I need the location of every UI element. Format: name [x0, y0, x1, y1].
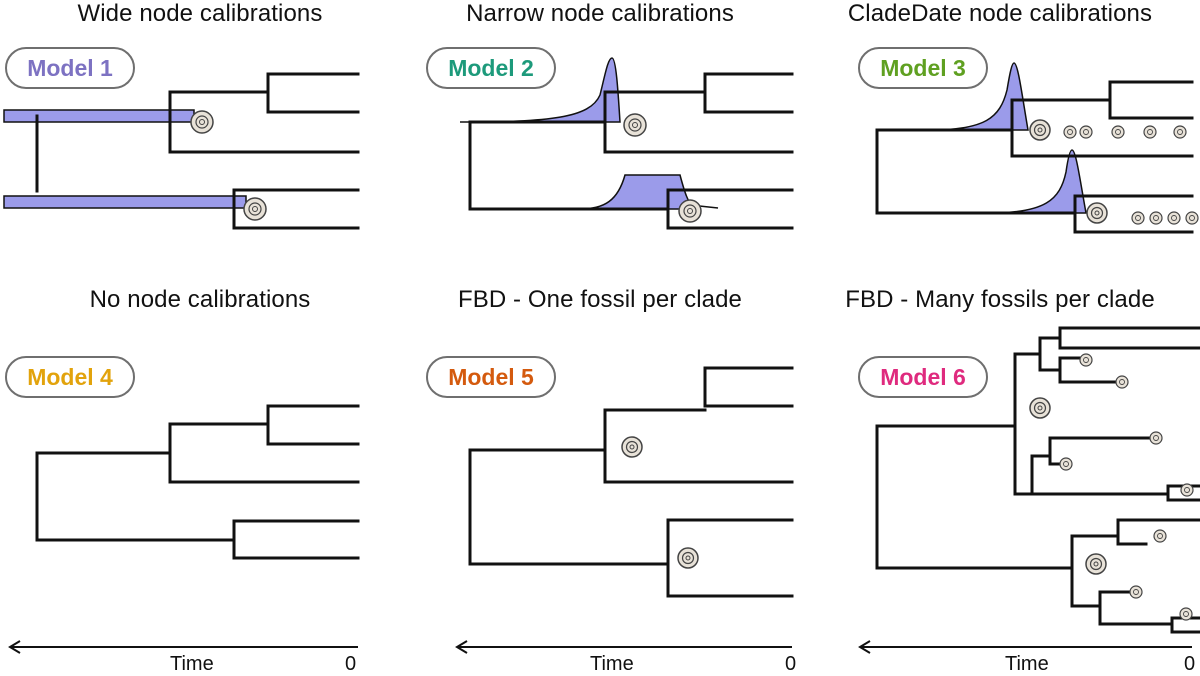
fossil-icon	[1167, 211, 1181, 225]
model-badge: Model 5	[426, 356, 556, 398]
model-badge: Model 3	[858, 47, 988, 89]
fossil-icon	[677, 547, 699, 569]
fossil-icon	[1029, 397, 1051, 419]
time-axis-zero: 0	[1184, 653, 1196, 675]
panel-model-3: CladeDate node calibrations	[800, 0, 1200, 336]
fossil-icon	[1079, 125, 1093, 139]
time-axis-zero: 0	[345, 653, 357, 675]
panel-title: Narrow node calibrations	[466, 0, 734, 27]
phylogeny-tree	[459, 57, 794, 230]
model-badge: Model 4	[5, 356, 135, 398]
fossil-icon	[1115, 375, 1129, 389]
fossil-icon	[1180, 483, 1194, 497]
fossil-icon	[190, 110, 214, 134]
time-axis-arrow	[455, 640, 792, 654]
calibration-bar	[3, 109, 195, 123]
fossil-icon	[1085, 553, 1107, 575]
panel-title: Wide node calibrations	[77, 0, 323, 27]
panel-model-4: No node calibrations Model 4 Time 0	[0, 286, 400, 675]
fossil-icon	[1149, 211, 1163, 225]
fossil-icon	[1129, 585, 1143, 599]
phylogeny-tree	[3, 72, 360, 230]
fossil-icon	[1143, 125, 1157, 139]
time-axis-label: Time	[170, 653, 214, 675]
fossil-icon	[678, 199, 702, 223]
fossil-icon	[1111, 125, 1125, 139]
time-axis-zero: 0	[785, 653, 797, 675]
phylogeny-tree	[455, 366, 794, 654]
panel-model-6: FBD - Many fossils per clade	[800, 286, 1200, 675]
fossil-icon	[1185, 211, 1199, 225]
time-axis-arrow	[858, 640, 1192, 654]
time-axis-arrow	[8, 640, 358, 654]
phylogeny-tree	[875, 62, 1199, 234]
fossil-icon	[1079, 353, 1093, 367]
calibration-density	[929, 62, 1029, 131]
fossil-icon	[1063, 125, 1077, 139]
fossil-icon	[623, 113, 647, 137]
fossil-icon	[1173, 125, 1187, 139]
panel-title: FBD - Many fossils per clade	[845, 286, 1155, 313]
time-axis-label: Time	[1005, 653, 1049, 675]
calibration-density	[989, 149, 1087, 214]
calibration-density	[579, 174, 697, 210]
fossil-icon	[1131, 211, 1145, 225]
panel-model-2: Narrow node calibrations	[400, 0, 800, 336]
fossil-icon	[621, 436, 643, 458]
fossil-icon	[1179, 607, 1193, 621]
model-badge: Model 1	[5, 47, 135, 89]
panel-title: No node calibrations	[89, 286, 311, 313]
time-axis-label: Time	[590, 653, 634, 675]
fossil-icon	[1029, 119, 1051, 141]
panel-model-1: Wide node calibrations Model 1	[0, 0, 400, 336]
phylogeny-tree	[8, 404, 360, 654]
fossil-icon	[1153, 529, 1167, 543]
fossil-icon	[243, 197, 267, 221]
model-badge: Model 6	[858, 356, 988, 398]
panel-title: CladeDate node calibrations	[847, 0, 1153, 27]
calibration-bar	[3, 195, 247, 209]
fossil-icon	[1149, 431, 1163, 445]
fossil-icon	[1086, 202, 1108, 224]
fossil-icon	[1059, 457, 1073, 471]
panel-model-5: FBD - One fossil per clade	[400, 286, 800, 675]
panel-title: FBD - One fossil per clade	[457, 286, 743, 313]
model-badge: Model 2	[426, 47, 556, 89]
phylogeny-tree	[858, 326, 1200, 654]
